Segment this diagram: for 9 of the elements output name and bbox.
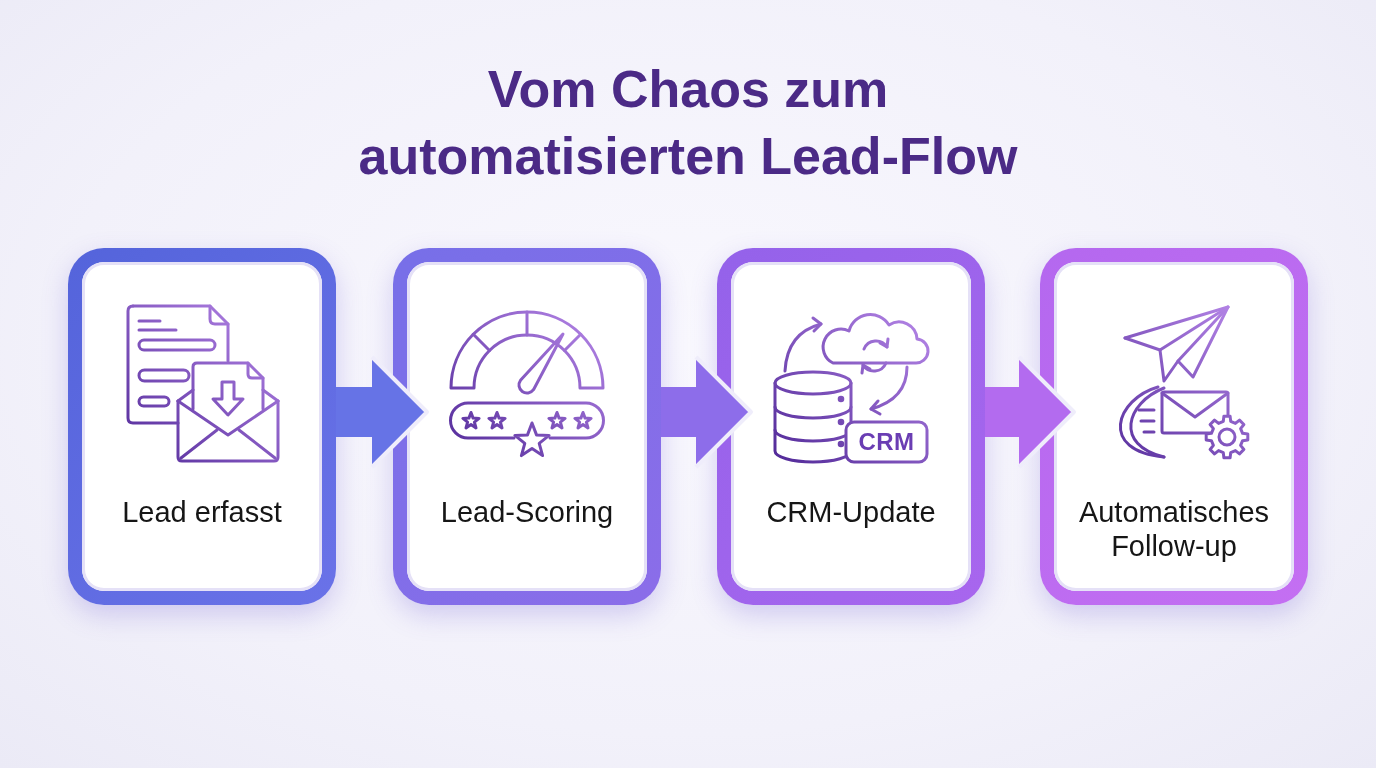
step-label: CRM-Update (766, 495, 936, 529)
arrow (985, 355, 1076, 469)
step-label: Lead-Scoring (440, 495, 614, 529)
step-label: Lead erfasst (122, 495, 282, 529)
title: Vom Chaos zum automatisierten Lead-Flow (357, 59, 1019, 187)
step-label: Automatisches Follow-up (1077, 495, 1271, 563)
arrow (661, 355, 753, 469)
arrow (336, 355, 429, 469)
tag-label: CRM (857, 427, 916, 457)
